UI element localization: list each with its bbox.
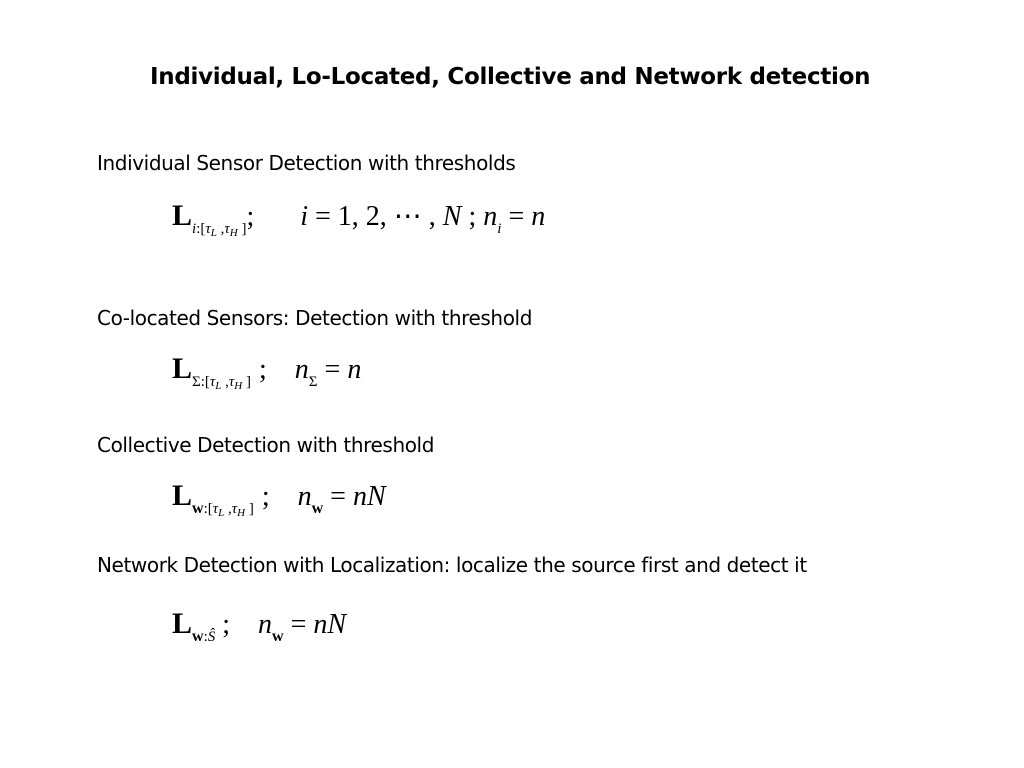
formula-L: L (172, 352, 193, 385)
section-heading-collective: Collective Detection with threshold (97, 433, 435, 457)
section-heading-network: Network Detection with Localization: loc… (97, 553, 807, 577)
section-heading-colocated: Co-located Sensors: Detection with thres… (97, 306, 532, 330)
formula-semicolon: ; (259, 354, 267, 385)
formula-var-n: n (297, 481, 312, 512)
formula-semicolon: ; (261, 481, 270, 512)
formula-subscript: :Ŝ (203, 629, 216, 645)
formula-rhs: n (531, 201, 546, 232)
formula-subscript: i:[τL ,τH ] (192, 221, 247, 239)
section-heading-individual: Individual Sensor Detection with thresho… (97, 151, 516, 175)
formula-L: L (172, 199, 193, 232)
formula-var-i: i (300, 201, 308, 232)
formula-semicolon: ; (215, 609, 231, 640)
formula-individual: Li:[τL ,τH ];i = 1, 2, ⋯ , N ; ni = n (172, 199, 546, 239)
formula-subscript: Σ:[τL ,τH ] (192, 374, 251, 392)
formula-var-n: n (294, 354, 309, 385)
formula-rhs: nN (313, 609, 347, 640)
formula-subscript: :[τL ,τH ] (203, 501, 254, 519)
formula-rhs: n (347, 354, 362, 385)
formula-L: L (172, 479, 193, 512)
formula-L: L (172, 607, 193, 640)
formula-var-n: n (483, 201, 498, 232)
formula-rhs: nN (352, 481, 386, 512)
formula-index-range: = 1, 2, ⋯ , (308, 201, 443, 232)
formula-var-N: N (442, 201, 462, 232)
formula-collective: Lw:[τL ,τH ];nw = nN (172, 479, 386, 519)
slide-title: Individual, Lo-Located, Collective and N… (150, 64, 871, 90)
formula-network: Lw:Ŝ ;nw = nN (172, 607, 347, 645)
formula-var-n: n (258, 609, 273, 640)
formula-colocated: LΣ:[τL ,τH ];nΣ = n (172, 352, 362, 392)
formula-semicolon: ; (246, 201, 255, 232)
